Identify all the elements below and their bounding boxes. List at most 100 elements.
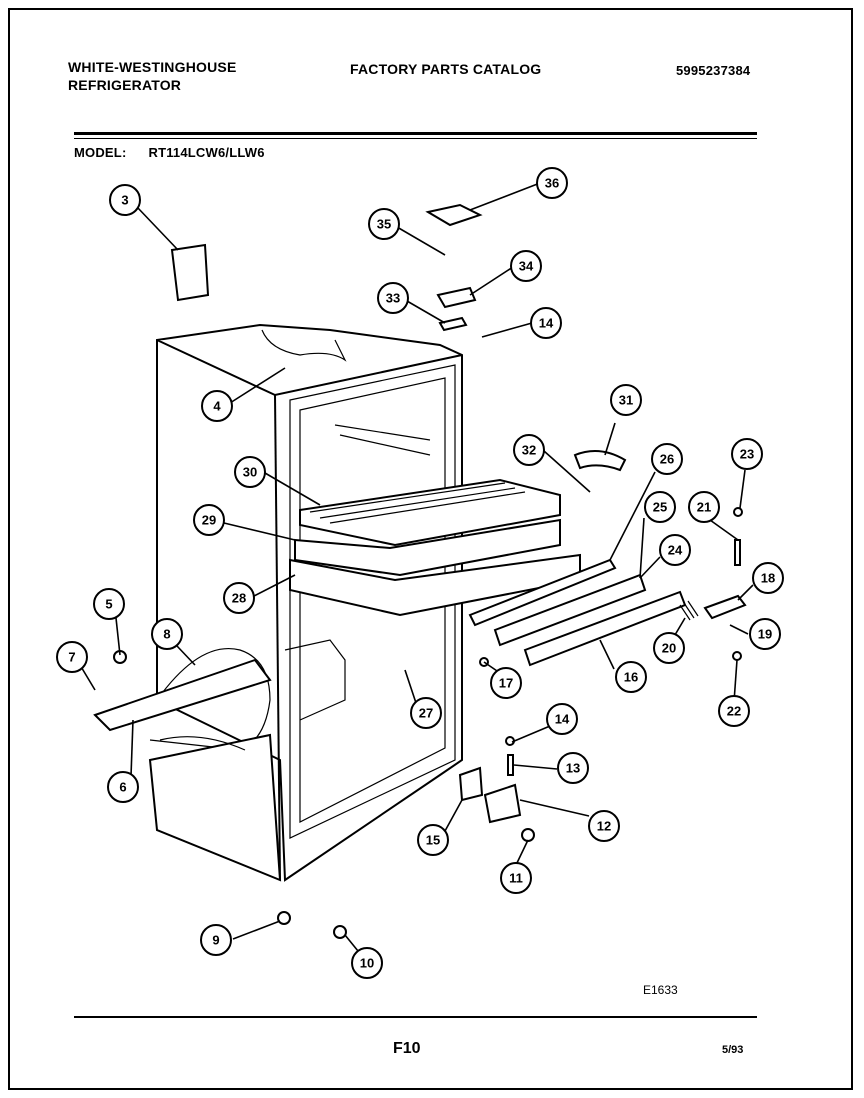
callout-7: 7 (56, 641, 88, 673)
catalog-number: 5995237384 (676, 63, 751, 78)
callout-30-label: 30 (243, 465, 257, 480)
part-12-shape (483, 783, 522, 824)
callout-20: 20 (653, 632, 685, 664)
part-23-shape (733, 507, 743, 517)
callout-19-label: 19 (758, 627, 772, 642)
callout-26-label: 26 (660, 452, 674, 467)
callout-10-label: 10 (360, 956, 374, 971)
callout-36-label: 36 (545, 176, 559, 191)
callout-35: 35 (368, 208, 400, 240)
part-34-shape (436, 286, 477, 309)
model-line: MODEL: RT114LCW6/LLW6 (74, 145, 287, 160)
callout-26: 26 (651, 443, 683, 475)
callout-23-label: 23 (740, 447, 754, 462)
callout-3: 3 (109, 184, 141, 216)
header-rule-thin (74, 138, 757, 139)
callout-29: 29 (193, 504, 225, 536)
part-9-shape (277, 911, 291, 925)
page-number: F10 (393, 1040, 421, 1057)
part-8-shape (93, 658, 272, 732)
callout-31: 31 (610, 384, 642, 416)
callout-11: 11 (500, 862, 532, 894)
callout-16: 16 (615, 661, 647, 693)
callout-36: 36 (536, 167, 568, 199)
part-33-shape (438, 316, 468, 332)
callout-5-label: 5 (105, 597, 112, 612)
callout-33: 33 (377, 282, 409, 314)
callout-14b-label: 14 (555, 712, 570, 727)
callout-6-label: 6 (119, 780, 126, 795)
callout-28: 28 (223, 582, 255, 614)
callout-14a: 14 (530, 307, 562, 339)
callout-25-label: 25 (653, 500, 667, 515)
callout-11-label: 11 (509, 871, 523, 886)
callout-10: 10 (351, 947, 383, 979)
part-31-shape (573, 450, 627, 472)
callout-12-label: 12 (597, 819, 611, 834)
callout-22-label: 22 (727, 704, 741, 719)
callout-19: 19 (749, 618, 781, 650)
diagram-code: E1633 (643, 983, 678, 997)
callout-15-label: 15 (426, 833, 440, 848)
callout-32: 32 (513, 434, 545, 466)
callout-18: 18 (752, 562, 784, 594)
callout-24-label: 24 (668, 543, 683, 558)
model-label: MODEL: (74, 145, 127, 160)
footer-rule (74, 1016, 757, 1018)
callout-6: 6 (107, 771, 139, 803)
callout-22: 22 (718, 695, 750, 727)
callout-9: 9 (200, 924, 232, 956)
callout-25: 25 (644, 491, 676, 523)
callout-30: 30 (234, 456, 266, 488)
callout-20-label: 20 (662, 641, 676, 656)
catalog-title: FACTORY PARTS CATALOG (350, 61, 542, 77)
callout-8-label: 8 (163, 627, 170, 642)
callout-14b: 14 (546, 703, 578, 735)
part-11-shape (521, 828, 535, 842)
callout-21-label: 21 (697, 500, 711, 515)
callout-35-label: 35 (377, 217, 391, 232)
callout-34-label: 34 (519, 259, 534, 274)
callout-34: 34 (510, 250, 542, 282)
callout-14a-label: 14 (539, 316, 554, 331)
part-21-shape (734, 539, 741, 566)
part-36-shape (425, 203, 483, 227)
part-15-shape (458, 766, 484, 802)
brand-title: WHITE-WESTINGHOUSE REFRIGERATOR (68, 58, 236, 94)
callout-17-label: 17 (499, 676, 513, 691)
leader-lines (79, 182, 754, 952)
callout-17: 17 (490, 667, 522, 699)
callout-21: 21 (688, 491, 720, 523)
callout-3-label: 3 (121, 193, 128, 208)
shelf-assembly (289, 478, 581, 617)
refrigerator-cabinet (148, 323, 463, 882)
page-frame (8, 8, 853, 1090)
part-13-shape (507, 754, 514, 776)
callout-16-label: 16 (624, 670, 638, 685)
slide-rails (468, 558, 687, 667)
hardware-parts (93, 203, 747, 939)
part-18-shape (703, 594, 747, 620)
part-20-shape (679, 600, 699, 621)
callout-28-label: 28 (232, 591, 246, 606)
callout-7-label: 7 (68, 650, 75, 665)
callout-29-label: 29 (202, 513, 216, 528)
part-22-shape (732, 651, 742, 661)
part-10-shape (333, 925, 347, 939)
callout-15: 15 (417, 824, 449, 856)
brand-line-2: REFRIGERATOR (68, 77, 182, 93)
header-rule-thick (74, 132, 757, 135)
callout-9-label: 9 (212, 933, 219, 948)
callout-33-label: 33 (386, 291, 400, 306)
callout-24: 24 (659, 534, 691, 566)
callout-12: 12 (588, 810, 620, 842)
callout-18-label: 18 (761, 571, 775, 586)
callout-13-label: 13 (566, 761, 580, 776)
callout-4-label: 4 (213, 399, 221, 414)
callout-4: 4 (201, 390, 233, 422)
callout-32-label: 32 (522, 443, 536, 458)
model-value: RT114LCW6/LLW6 (148, 145, 265, 160)
callout-8: 8 (151, 618, 183, 650)
callout-27: 27 (410, 697, 442, 729)
